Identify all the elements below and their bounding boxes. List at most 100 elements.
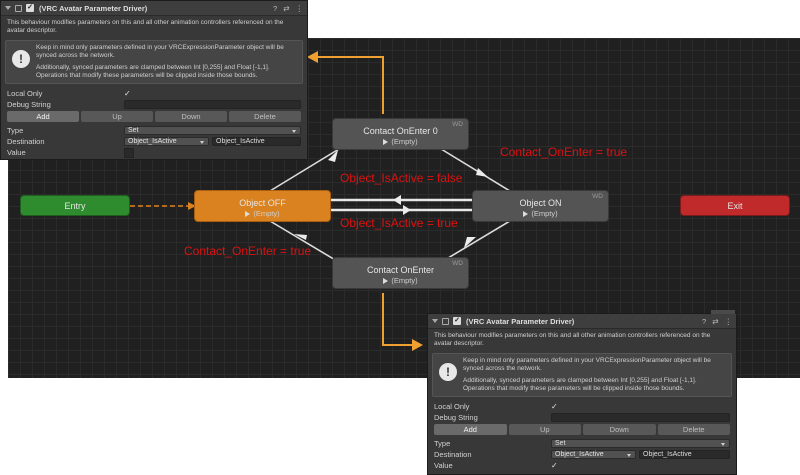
value-checkbox[interactable] (124, 147, 134, 158)
more-icon[interactable]: ⋮ (295, 3, 304, 13)
local-only-checkbox[interactable]: ✓ (551, 402, 558, 411)
entry-state[interactable]: Entry (20, 195, 130, 216)
state-object-on-name: Object ON (519, 198, 562, 208)
local-only-row: Local Only ✓ (1, 88, 307, 99)
list-buttons: Add Up Down Delete (1, 111, 307, 122)
parameter-driver-panel-top: ✓ (VRC Avatar Parameter Driver) ? ⇄ ⋮ Th… (0, 0, 308, 160)
help-box: ! Keep in mind only parameters defined i… (432, 353, 732, 397)
label-isactive-false: Object_IsActive = false (340, 171, 463, 185)
up-button[interactable]: Up (81, 111, 153, 122)
help-line-2: Additionally, synced parameters are clam… (36, 64, 270, 79)
value-label: Value (434, 461, 453, 470)
debug-string-field[interactable] (124, 100, 301, 109)
state-contact-onenter-0-name: Contact OnEnter 0 (363, 126, 438, 136)
entry-label: Entry (64, 201, 86, 211)
value-checkbox[interactable]: ✓ (551, 461, 558, 470)
destination-dropdown[interactable]: Object_IsActive (124, 137, 209, 146)
type-dropdown[interactable]: Set (124, 126, 301, 135)
delete-button[interactable]: Delete (657, 424, 730, 435)
destination-text-field[interactable]: Object_IsActive (212, 137, 301, 146)
script-icon (442, 317, 449, 325)
state-object-off-motion: (Empty) (195, 209, 330, 218)
delete-button[interactable]: Delete (229, 111, 301, 122)
debug-string-row: Debug String (428, 412, 736, 423)
type-dropdown[interactable]: Set (551, 439, 730, 448)
destination-dropdown[interactable]: Object_IsActive (551, 450, 636, 459)
help-icon[interactable]: ? (273, 3, 278, 13)
parameter-driver-panel-bottom: ✓ (VRC Avatar Parameter Driver) ? ⇄ ⋮ Th… (427, 310, 737, 475)
value-row: Value (1, 147, 307, 158)
panel-description: This behaviour modifies parameters on th… (7, 19, 284, 34)
wd-badge: WD (592, 193, 603, 200)
wd-badge: WD (452, 121, 463, 128)
state-contact-onenter-name: Contact OnEnter (366, 265, 435, 275)
list-buttons: Add Up Down Delete (428, 424, 736, 435)
label-contact-true-bottom: Contact_OnEnter = true (184, 244, 312, 258)
state-contact-onenter-motion: (Empty) (333, 276, 468, 285)
label-contact-true-top: Contact_OnEnter = true (500, 145, 628, 159)
play-icon (383, 278, 389, 285)
local-only-label: Local Only (434, 402, 470, 411)
state-object-on[interactable]: WD Object ON (Empty) (472, 190, 609, 222)
type-row: Type Set (428, 438, 736, 449)
local-only-row: Local Only ✓ (428, 401, 736, 412)
up-button[interactable]: Up (508, 424, 581, 435)
more-icon[interactable]: ⋮ (724, 316, 733, 326)
destination-label: Destination (434, 450, 472, 459)
debug-string-row: Debug String (1, 99, 307, 110)
type-label: Type (7, 126, 24, 135)
script-icon (15, 4, 22, 12)
state-contact-onenter-0[interactable]: WD Contact OnEnter 0 (Empty) (332, 118, 469, 150)
panel-header[interactable]: ✓ (VRC Avatar Parameter Driver) ? ⇄ ⋮ (1, 1, 307, 16)
type-label: Type (434, 439, 451, 448)
play-icon (383, 139, 389, 146)
debug-string-label: Debug String (434, 413, 478, 422)
preset-icon[interactable]: ⇄ (283, 3, 290, 13)
panel-title: (VRC Avatar Parameter Driver) (39, 3, 148, 13)
value-row: Value ✓ (428, 460, 736, 471)
destination-text-field[interactable]: Object_IsActive (639, 450, 730, 459)
help-icon[interactable]: ? (702, 316, 707, 326)
type-row: Type Set (1, 125, 307, 136)
local-only-label: Local Only (7, 89, 43, 98)
resize-handle[interactable] (711, 310, 735, 314)
callout-arrow-bottom (382, 293, 412, 346)
add-button[interactable]: Add (7, 111, 79, 122)
value-label: Value (7, 148, 26, 157)
preset-icon[interactable]: ⇄ (712, 316, 719, 326)
state-contact-onenter[interactable]: WD Contact OnEnter (Empty) (332, 257, 469, 289)
exit-label: Exit (727, 201, 743, 211)
local-only-checkbox[interactable]: ✓ (124, 89, 131, 98)
warning-icon: ! (439, 363, 457, 381)
debug-string-field[interactable] (551, 413, 730, 422)
help-line-2: Additionally, synced parameters are clam… (463, 377, 697, 392)
play-icon (523, 211, 529, 218)
warning-icon: ! (12, 50, 30, 68)
callout-arrow-top (318, 56, 384, 114)
foldout-icon[interactable] (5, 6, 11, 10)
panel-title: (VRC Avatar Parameter Driver) (466, 316, 575, 326)
debug-string-label: Debug String (7, 100, 51, 109)
panel-header[interactable]: ✓ (VRC Avatar Parameter Driver) ? ⇄ ⋮ (428, 314, 736, 329)
down-button[interactable]: Down (155, 111, 227, 122)
state-object-off-name: Object OFF (239, 198, 286, 208)
help-line-1: Keep in mind only parameters defined in … (36, 44, 284, 59)
down-button[interactable]: Down (583, 424, 656, 435)
help-line-1: Keep in mind only parameters defined in … (463, 357, 711, 372)
exit-state[interactable]: Exit (680, 195, 790, 216)
play-icon (245, 211, 251, 218)
enabled-checkbox[interactable]: ✓ (26, 4, 34, 12)
enabled-checkbox[interactable]: ✓ (453, 317, 461, 325)
destination-row: Destination Object_IsActive Object_IsAct… (1, 136, 307, 147)
foldout-icon[interactable] (432, 319, 438, 323)
state-contact-onenter-0-motion: (Empty) (333, 137, 468, 146)
state-object-on-motion: (Empty) (473, 209, 608, 218)
panel-description: This behaviour modifies parameters on th… (434, 332, 711, 347)
state-object-off[interactable]: Object OFF (Empty) (194, 190, 331, 222)
destination-label: Destination (7, 137, 45, 146)
label-isactive-true: Object_IsActive = true (340, 216, 458, 230)
wd-badge: WD (452, 260, 463, 267)
help-box: ! Keep in mind only parameters defined i… (5, 40, 303, 84)
add-button[interactable]: Add (434, 424, 507, 435)
